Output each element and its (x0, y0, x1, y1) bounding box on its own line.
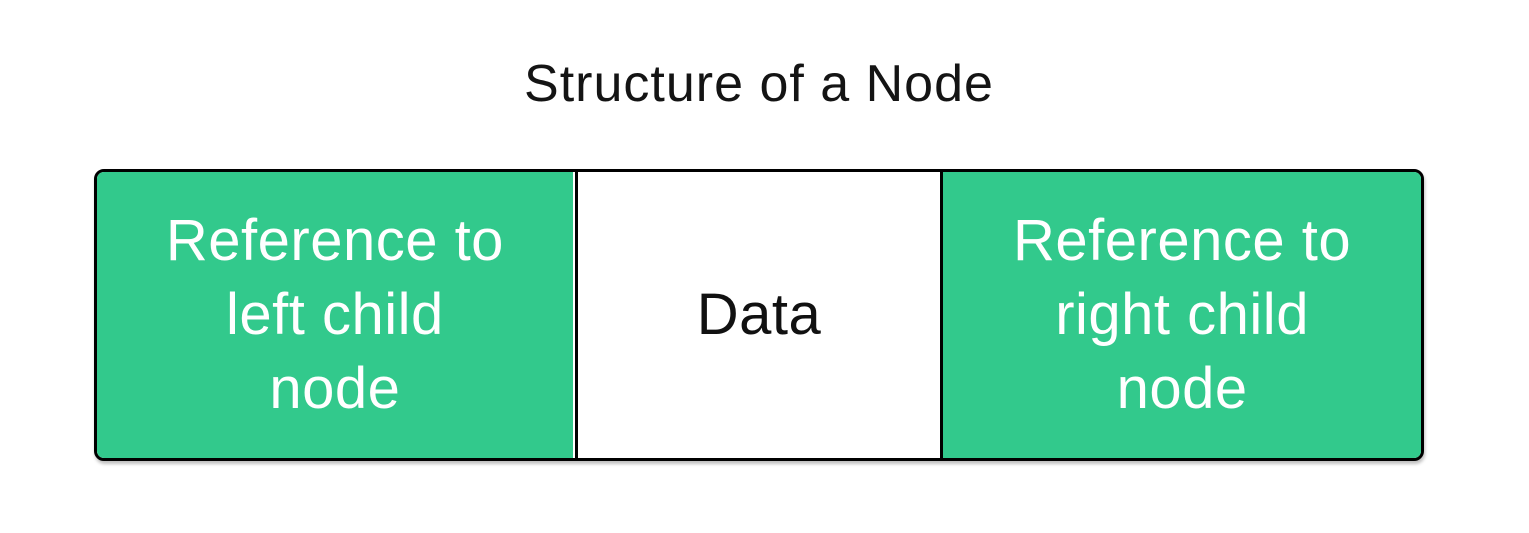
cell-text-line: Data (696, 281, 822, 347)
node-structure-box: Reference to left child node Data Refere… (94, 169, 1424, 461)
cell-text-line: node (269, 356, 401, 422)
diagram-title: Structure of a Node (524, 55, 994, 113)
cell-text-line: Reference to (1013, 207, 1352, 273)
cell-text-line: Reference to (165, 207, 504, 273)
node-cell-left-reference: Reference to left child node (97, 172, 575, 458)
cell-text-line: right child (1055, 281, 1309, 347)
node-cell-data: Data (574, 172, 944, 458)
cell-text-line: node (1116, 356, 1248, 422)
node-cell-right-reference: Reference to right child node (943, 172, 1421, 458)
cell-text-line: left child (226, 281, 444, 347)
